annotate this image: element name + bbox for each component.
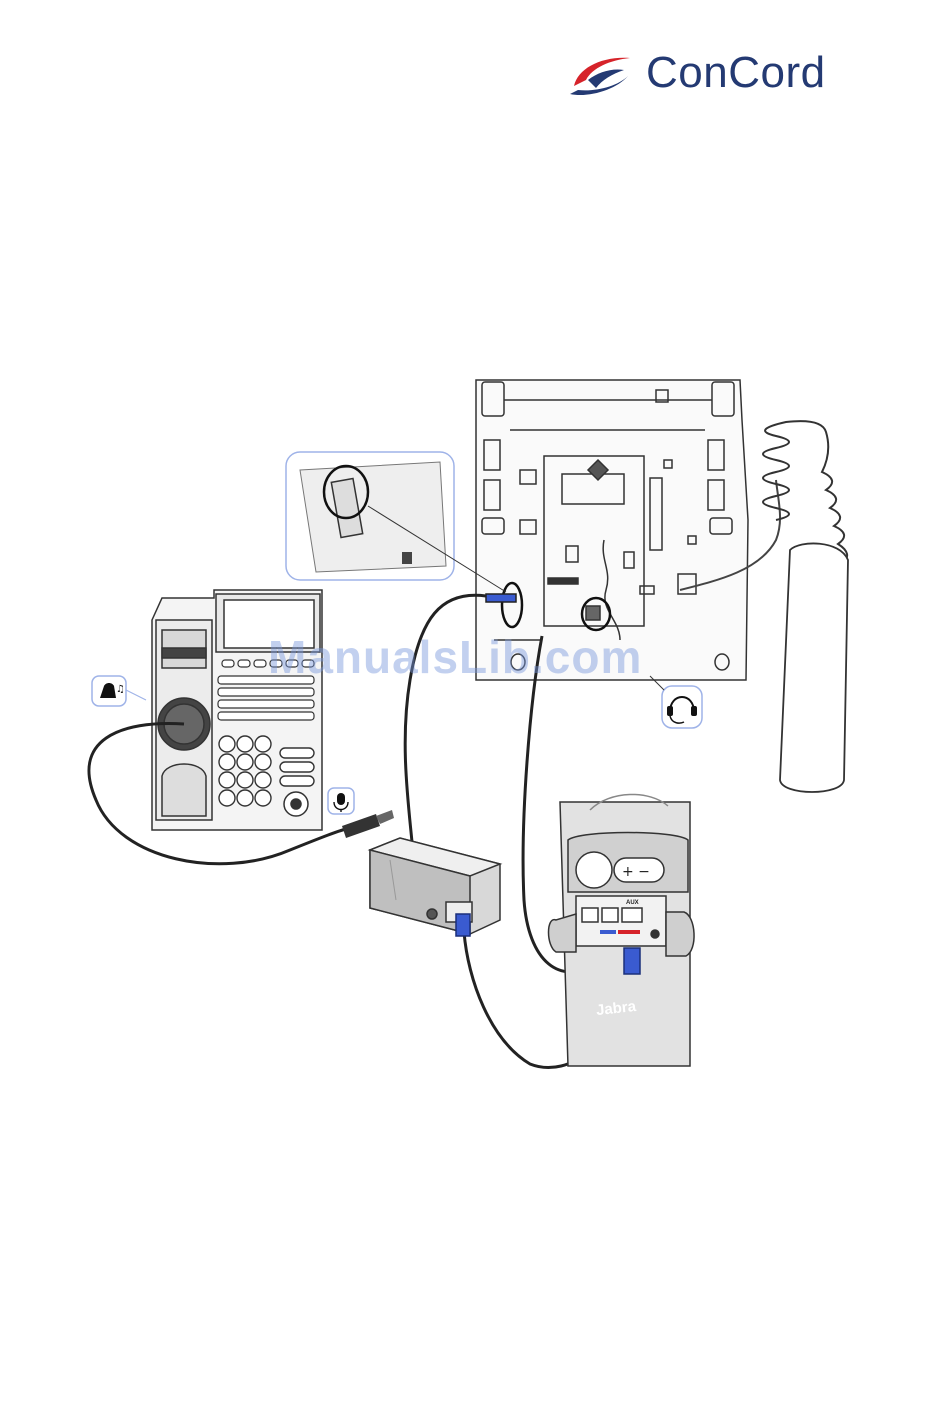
svg-text:+ −: + − bbox=[622, 864, 650, 880]
svg-text:♫: ♫ bbox=[116, 684, 125, 695]
watermark: ManualsLib.com bbox=[268, 630, 642, 684]
link-adapter-box bbox=[370, 838, 500, 936]
desk-phone-front bbox=[152, 590, 322, 830]
headset-icon bbox=[650, 676, 702, 728]
microphone-icon bbox=[328, 788, 354, 814]
zoom-callout bbox=[286, 452, 506, 592]
bell-music-icon: ♫ bbox=[92, 676, 146, 706]
jabra-base-unit: + − bbox=[549, 794, 695, 1066]
aux-port-label: AUX bbox=[626, 900, 639, 906]
